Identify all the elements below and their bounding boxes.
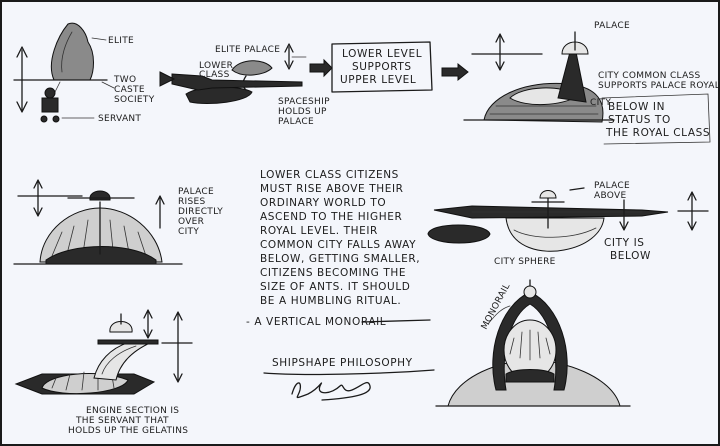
label-below-status-3: THE ROYAL CLASS [605,127,710,139]
label-two-caste-3: SOCIETY [114,95,155,105]
label-below-status-1: BELOW IN [608,101,665,113]
note-monorail: - A VERTICAL MONORAIL [246,316,386,328]
sketch-vertical-monorail: MONORAIL [435,279,631,407]
label-city-below-2: BELOW [610,250,651,262]
sketch-spaceship-palace: ELITE PALACE LOWER CLASS SPACESHIP HOLDS… [159,43,333,127]
label-engine-1: ENGINE SECTION IS [86,406,179,416]
label-palace-rises-2: RISES [178,197,206,207]
label-palace-rises-4: OVER [178,217,204,227]
note-line-2: MUST RISE ABOVE THEIR [260,183,404,195]
box-line-3: UPPER LEVEL [340,74,416,86]
label-palace-rises-3: DIRECTLY [178,207,223,217]
label-spaceship-2: HOLDS UP [278,107,327,117]
label-city-sphere: CITY SPHERE [494,257,556,267]
box-line-2: SUPPORTS [352,61,412,73]
label-engine-2: THE SERVANT THAT [75,416,169,426]
label-city-common-2: SUPPORTS PALACE ROYALTY [598,81,718,91]
label-two-caste-1: TWO [113,75,136,85]
note-line-3: ORDINARY WORLD TO [260,197,386,209]
box-line-1: LOWER LEVEL [342,48,422,60]
note-line-1: LOWER CLASS CITIZENS [260,169,399,181]
note-line-8: CITIZENS BECOMING THE [260,267,406,279]
box-lower-supports-upper: LOWER LEVEL SUPPORTS UPPER LEVEL [331,41,469,93]
label-engine-3: HOLDS UP THE GELATINS [68,426,188,436]
label-palace-rises-5: CITY [178,227,199,237]
label-spaceship-1: SPACESHIP [278,97,330,107]
sketch-city-common-class: PALACE CITY COMMON CLASS SUPPORTS PALACE… [463,21,718,145]
label-elite-palace: ELITE PALACE [215,45,280,55]
sketch-palace-over-city: PALACE RISES DIRECTLY OVER CITY [13,179,223,265]
note-line-4: ASCEND TO THE HIGHER [260,211,402,223]
sketch-engine-section: ENGINE SECTION IS THE SERVANT THAT HOLDS… [14,309,193,436]
philosophy-notes: LOWER CLASS CITIZENS MUST RISE ABOVE THE… [246,169,435,401]
label-elite: ELITE [108,36,134,46]
label-city-common-1: CITY COMMON CLASS [598,71,701,81]
label-palace-above-1: PALACE [594,181,630,191]
note-heading: SHIPSHAPE PHILOSOPHY [272,357,413,369]
note-line-7: BELOW, GETTING SMALLER, [260,253,420,265]
sketch-city-sphere: PALACE ABOVE CITY SPHERE CITY IS BELOW [427,181,709,267]
label-palace-rises-1: PALACE [178,187,214,197]
note-line-10: BE A HUMBLING RITUAL. [260,295,401,307]
label-spaceship-3: PALACE [278,117,314,127]
label-below-status-2: STATUS TO [608,114,671,126]
label-two-caste-2: CASTE [114,85,145,95]
label-city: CITY [590,98,611,108]
note-line-9: SIZE OF ANTS. IT SHOULD [260,281,410,293]
label-palace-above-2: ABOVE [594,191,626,201]
label-lower-class-1: LOWER [199,61,233,71]
label-city-below-1: CITY IS [604,237,645,249]
sketch-elite-servant: ELITE TWO CASTE SOCIETY SERVANT [13,22,155,124]
note-line-6: COMMON CITY FALLS AWAY [260,239,416,251]
artist-signature [291,382,371,401]
label-lower-class-2: CLASS [199,70,230,80]
label-palace-1: PALACE [594,21,630,31]
label-servant: SERVANT [98,114,141,124]
note-line-5: ROYAL LEVEL. THEIR [260,225,378,237]
